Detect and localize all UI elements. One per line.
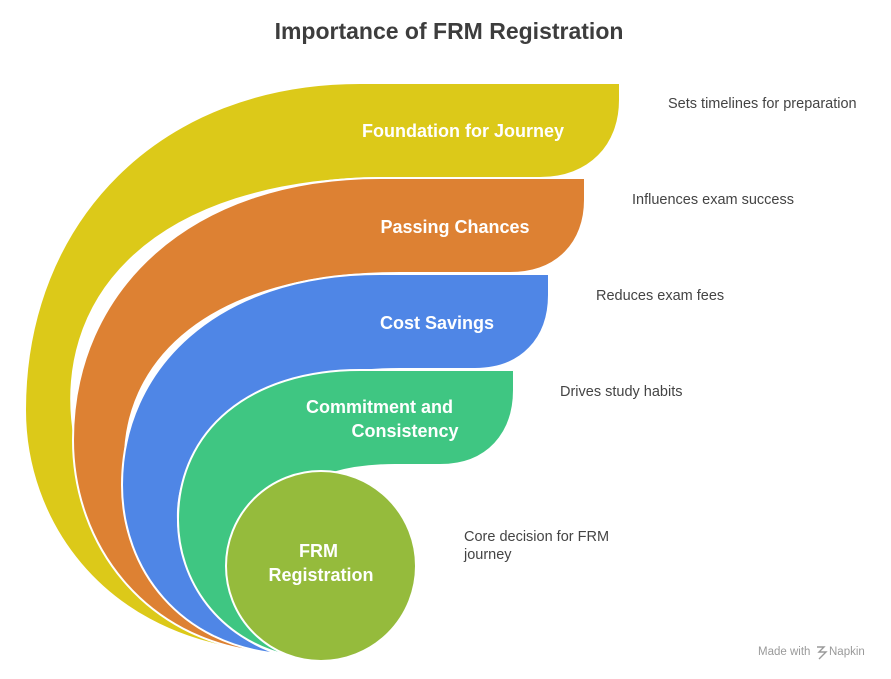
credit-made-with: Made with bbox=[758, 646, 810, 658]
band-label-passing-chances: Passing Chances bbox=[380, 217, 529, 237]
description-foundation: Sets timelines for preparation bbox=[668, 96, 857, 112]
description-passing-chances: Influences exam success bbox=[632, 192, 794, 208]
description-frm-registration: Core decision for FRM journey bbox=[463, 529, 613, 563]
core-circle bbox=[225, 470, 417, 662]
band-label-cost-savings: Cost Savings bbox=[380, 313, 494, 333]
description-cost-savings: Reduces exam fees bbox=[596, 288, 724, 304]
napkin-credit: Made with Napkin bbox=[758, 646, 865, 660]
napkin-logo-icon bbox=[817, 646, 828, 660]
description-commitment: Drives study habits bbox=[560, 384, 683, 400]
core-label: FRM Registration bbox=[268, 541, 373, 585]
band-label-commitment: Commitment and Consistency bbox=[306, 397, 459, 441]
layer-commitment: Commitment and Consistency bbox=[176, 369, 515, 657]
diagram-title: Importance of FRM Registration bbox=[275, 18, 624, 44]
band-label-foundation: Foundation for Journey bbox=[362, 121, 564, 141]
layer-frm-registration: FRM Registration bbox=[225, 470, 417, 662]
credit-brand: Napkin bbox=[829, 646, 865, 658]
